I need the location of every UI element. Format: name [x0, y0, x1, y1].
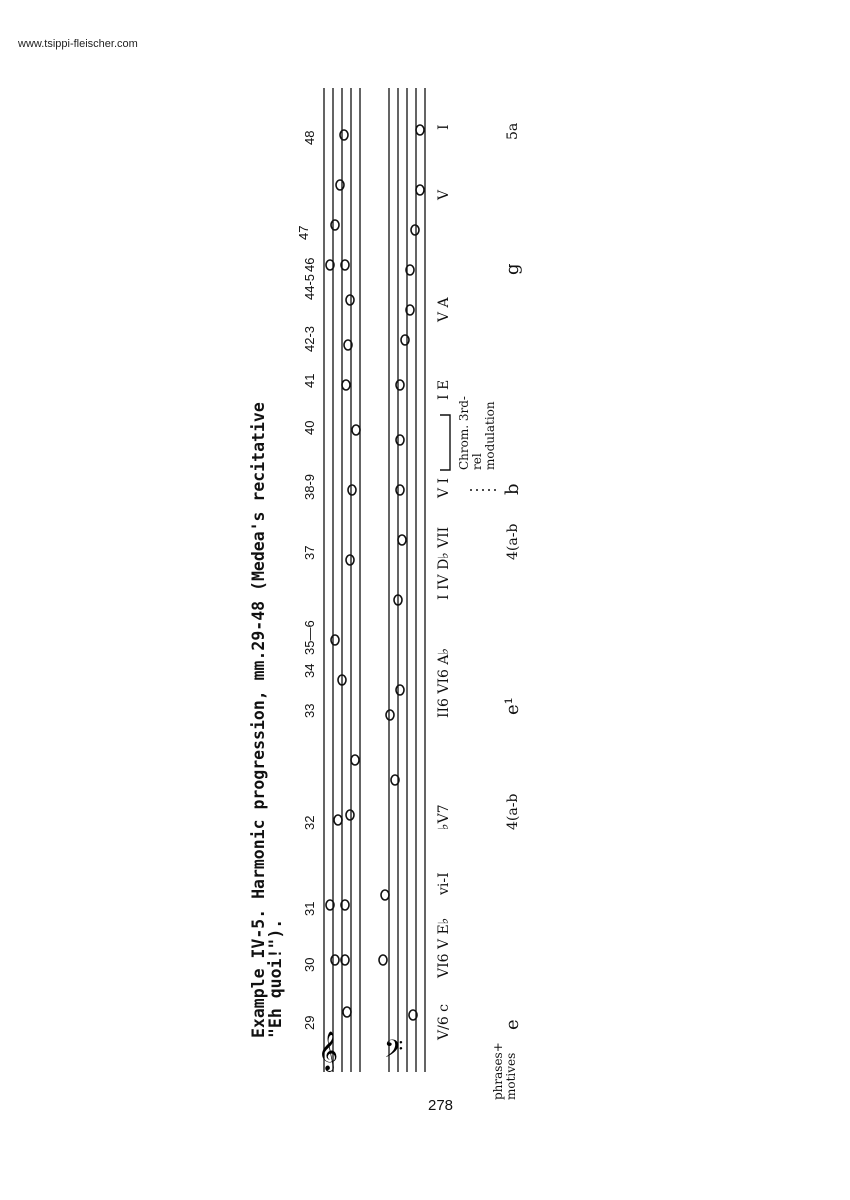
measure-number: 46 [302, 257, 317, 272]
measure-number: 33 [302, 703, 317, 718]
analysis-label: I [436, 124, 452, 130]
analysis-label: II6 VI6 A♭ [436, 647, 452, 718]
bracket [440, 414, 500, 491]
phrases-note: phrases+ motives [491, 1042, 518, 1100]
key-label: 4(a-b [505, 793, 521, 830]
note-heads [325, 124, 425, 1021]
analysis-label: VII [436, 526, 452, 548]
key-label: e [502, 1019, 523, 1030]
bass-clef-icon: 𝄢 [384, 1035, 403, 1070]
analysis-label: V [436, 189, 452, 200]
page-number: 278 [428, 1097, 454, 1114]
analysis-label: V/6 c [436, 1003, 452, 1040]
analysis-label: vi-I [436, 872, 452, 895]
measure-number: 31 [302, 901, 317, 916]
measure-number: 40 [302, 420, 317, 435]
measure-number: 29 [302, 1015, 317, 1030]
key-label: g [502, 263, 523, 275]
measure-number: 34 [302, 663, 317, 678]
analysis-label: I IV D♭ [436, 552, 452, 600]
key-label: b [502, 483, 523, 495]
measure-number: 37 [302, 545, 317, 560]
treble-clef-icon: 𝄞 [318, 1031, 338, 1072]
measure-number: 41 [302, 373, 317, 388]
modulation-note: Chrom. 3rd-rel modulation [457, 396, 497, 470]
key-label: 5a [505, 122, 521, 140]
treble-staff [323, 88, 361, 1072]
key-label: e¹ [502, 697, 523, 715]
source-url: www.tsippi-fleischer.com [18, 38, 138, 50]
analysis-label: I E [436, 379, 452, 400]
measure-number: 32 [302, 815, 317, 830]
bass-staff [388, 88, 426, 1072]
measure-number: 35—6 [302, 620, 317, 655]
measure-number: 30 [302, 957, 317, 972]
measure-number: 47 [296, 225, 311, 240]
key-label: 4(a-b [505, 523, 521, 560]
analysis-label: V I [436, 477, 452, 498]
measure-number: 38-9 [302, 473, 317, 500]
analysis-label: VI6 V E♭ [436, 917, 452, 978]
analysis-label: ♭V7 [436, 804, 452, 830]
measure-number: 48 [302, 130, 317, 145]
measure-number: 42-3 [302, 325, 317, 352]
measure-number: 44-5 [302, 273, 317, 300]
analysis-label: V A [436, 297, 452, 322]
